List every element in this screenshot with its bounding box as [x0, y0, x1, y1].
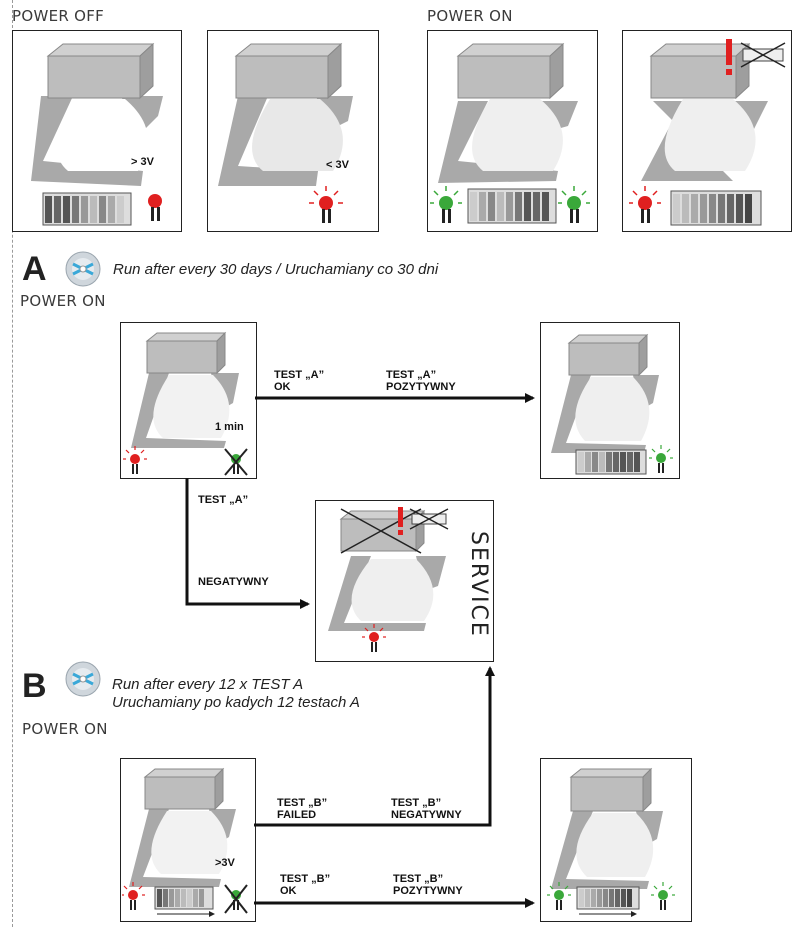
section-b-description-line2: Uruchamiany po kadych 12 testach A	[112, 694, 360, 711]
floor-plate	[31, 96, 143, 186]
detector-scene	[551, 333, 673, 475]
test-b-failed-label-2: FAILED	[277, 809, 317, 821]
red-led	[123, 446, 147, 474]
test-b-ok-label-1: TEST „B”	[280, 873, 331, 885]
arrow-test-a-negative	[185, 478, 310, 609]
battery-pack	[154, 886, 215, 917]
green-led-right	[558, 186, 590, 223]
section-a-description: Run after every 30 days / Uruchamiany co…	[113, 261, 439, 278]
crossed-green-led-icon	[224, 884, 248, 914]
green-led	[649, 445, 673, 473]
crossed-battery-icon	[740, 42, 786, 68]
red-led	[309, 186, 343, 223]
test-b-neg-label-2: NEGATYWNY	[391, 809, 462, 821]
power-on-b-header: POWER ON	[22, 720, 108, 738]
panel-power-off-above-3v: > 3V	[12, 30, 182, 232]
beam-cone	[576, 813, 654, 877]
arrow-test-b-failed	[254, 666, 495, 827]
green-led-left	[547, 882, 571, 910]
test-a-ok-label-1: TEST „A”	[274, 369, 325, 381]
power-on-a-header: POWER ON	[20, 292, 106, 310]
red-led	[362, 624, 386, 652]
floor-plate	[129, 809, 221, 887]
green-led-right	[651, 882, 675, 910]
panel-test-b-positive	[540, 758, 692, 922]
battery-pack	[42, 192, 132, 226]
exclamation-icon	[398, 507, 403, 535]
test-a-pos-label-1: TEST „A”	[386, 369, 437, 381]
disc-icon	[65, 251, 101, 287]
section-a-letter: A	[22, 250, 47, 288]
beam-cone	[252, 99, 343, 171]
detector-scene	[123, 331, 248, 476]
service-label: SERVICE	[466, 531, 491, 638]
test-a-neg-label-2: NEGATYWNY	[198, 576, 269, 588]
voltage-label: >3V	[215, 857, 235, 869]
test-a-neg-label-1: TEST „A”	[198, 494, 249, 506]
detector-scene	[547, 767, 675, 917]
beam-cone	[151, 811, 228, 874]
battery-pack	[467, 188, 557, 224]
red-led	[122, 882, 145, 910]
panel-test-b-running: >3V	[120, 758, 256, 922]
battery-pack	[575, 449, 647, 475]
panel-power-off-below-3v: < 3V	[207, 30, 379, 232]
test-b-ok-label-2: OK	[280, 885, 297, 897]
battery-pack	[576, 886, 640, 917]
detector-scene	[218, 42, 353, 223]
test-b-pos-label-2: POZYTYWNY	[393, 885, 463, 897]
crossed-green-led-icon	[224, 448, 248, 476]
detector-scene	[31, 42, 163, 226]
disc-icon	[65, 661, 101, 697]
beam-cone	[664, 99, 756, 171]
crossed-battery-icon	[409, 508, 449, 530]
detector-box	[235, 55, 329, 99]
power-off-header: POWER OFF	[12, 7, 105, 25]
red-led	[629, 186, 661, 223]
floor-plate	[438, 101, 558, 183]
test-a-ok-label-2: OK	[274, 381, 291, 393]
section-b-letter: B	[22, 667, 47, 705]
section-b-description-line1: Run after every 12 x TEST A	[112, 676, 304, 693]
left-margin-dashed-line	[12, 0, 13, 927]
red-led	[148, 194, 162, 221]
floor-plate	[328, 556, 426, 631]
exclamation-icon	[726, 39, 732, 75]
battery-pack	[670, 190, 762, 226]
beam-cone	[472, 99, 563, 171]
voltage-label: < 3V	[326, 159, 349, 171]
detector-box	[144, 776, 216, 810]
floor-plate	[218, 96, 318, 186]
floor-plate	[131, 373, 226, 448]
voltage-label: > 3V	[131, 156, 154, 168]
power-on-top-header: POWER ON	[427, 7, 513, 25]
green-led-left	[430, 186, 462, 223]
panel-power-on-fault	[622, 30, 792, 232]
cross-line	[340, 508, 422, 554]
floor-plate	[551, 811, 649, 889]
test-a-pos-label-2: POZYTYWNY	[386, 381, 456, 393]
test-b-failed-label-1: TEST „B”	[277, 797, 328, 809]
beam-cone	[351, 559, 434, 621]
floor-plate	[551, 375, 646, 453]
detector-scene	[328, 507, 449, 652]
panel-test-a-running: 1 min	[120, 322, 257, 479]
test-b-neg-label-1: TEST „B”	[391, 797, 442, 809]
detector-scene	[430, 42, 590, 224]
panel-test-a-positive	[540, 322, 680, 479]
panel-power-on-ok	[427, 30, 598, 232]
timer-label: 1 min	[215, 421, 244, 433]
beam-cone	[153, 375, 230, 438]
beam-cone	[575, 377, 650, 441]
detector-scene	[629, 39, 786, 226]
test-b-pos-label-1: TEST „B”	[393, 873, 444, 885]
detector-scene	[122, 767, 248, 917]
detector-box	[47, 55, 141, 99]
beam-cone	[57, 99, 148, 171]
panel-service: SERVICE	[315, 500, 494, 662]
